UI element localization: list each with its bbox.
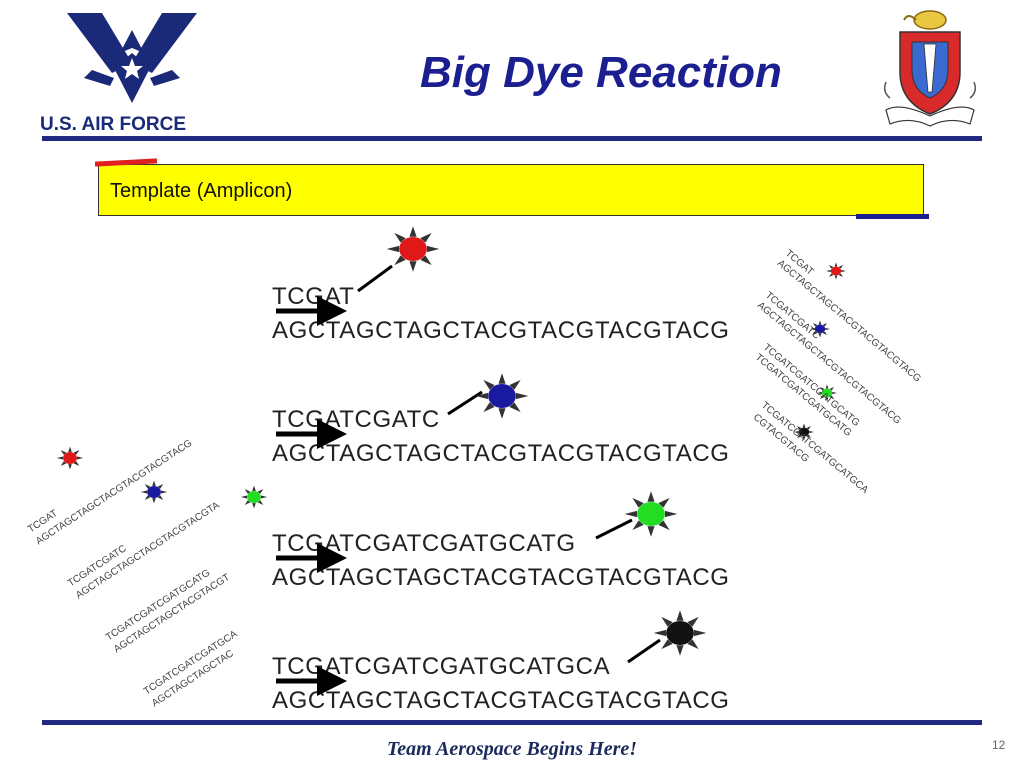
slide-title: Big Dye Reaction — [420, 48, 782, 97]
reaction-2-dye-star — [475, 373, 529, 419]
reaction-3-dye-star — [624, 491, 678, 537]
page-number: 12 — [992, 738, 1006, 752]
footer-divider — [42, 720, 982, 725]
left-fragment-1-dye-star — [56, 446, 84, 470]
reaction-2-dye-tether — [447, 390, 483, 416]
left-fragment-3-dye-star — [240, 485, 268, 509]
reaction-2-template: AGCTAGCTAGCTACGTACGTACGTACG — [272, 440, 730, 467]
template-box — [98, 164, 924, 216]
air-force-logo-text: U.S. AIR FORCE — [40, 114, 187, 135]
medical-crest-icon — [883, 10, 977, 127]
left-fragment-2-dye-star — [140, 480, 168, 504]
right-fragment-4-dye-star — [794, 423, 814, 441]
right-fragment-3-dye-star — [817, 384, 837, 402]
reaction-4-template: AGCTAGCTAGCTACGTACGTACGTACG — [272, 687, 730, 714]
footer-tagline: Team Aerospace Begins Here! — [386, 738, 638, 760]
reaction-3-dye-tether — [595, 518, 633, 540]
reaction-2-extension: TCGATCGATC — [272, 406, 440, 433]
reaction-3-template: AGCTAGCTAGCTACGTACGTACGTACG — [272, 564, 730, 591]
reaction-1-dye-tether — [357, 264, 393, 293]
air-force-logo-icon — [67, 13, 197, 103]
right-fragment-2-dye-star — [810, 320, 830, 338]
reaction-1-dye-star — [386, 226, 440, 272]
header-divider — [42, 136, 982, 141]
right-fragment-1-dye-star — [826, 262, 846, 280]
reaction-1-template: AGCTAGCTAGCTACGTACGTACGTACG — [272, 317, 730, 344]
template-label: Template (Amplicon) — [110, 180, 293, 202]
blue-accent-mark — [856, 214, 929, 219]
reaction-4-dye-tether — [627, 638, 661, 664]
reaction-4-dye-star — [653, 610, 707, 656]
